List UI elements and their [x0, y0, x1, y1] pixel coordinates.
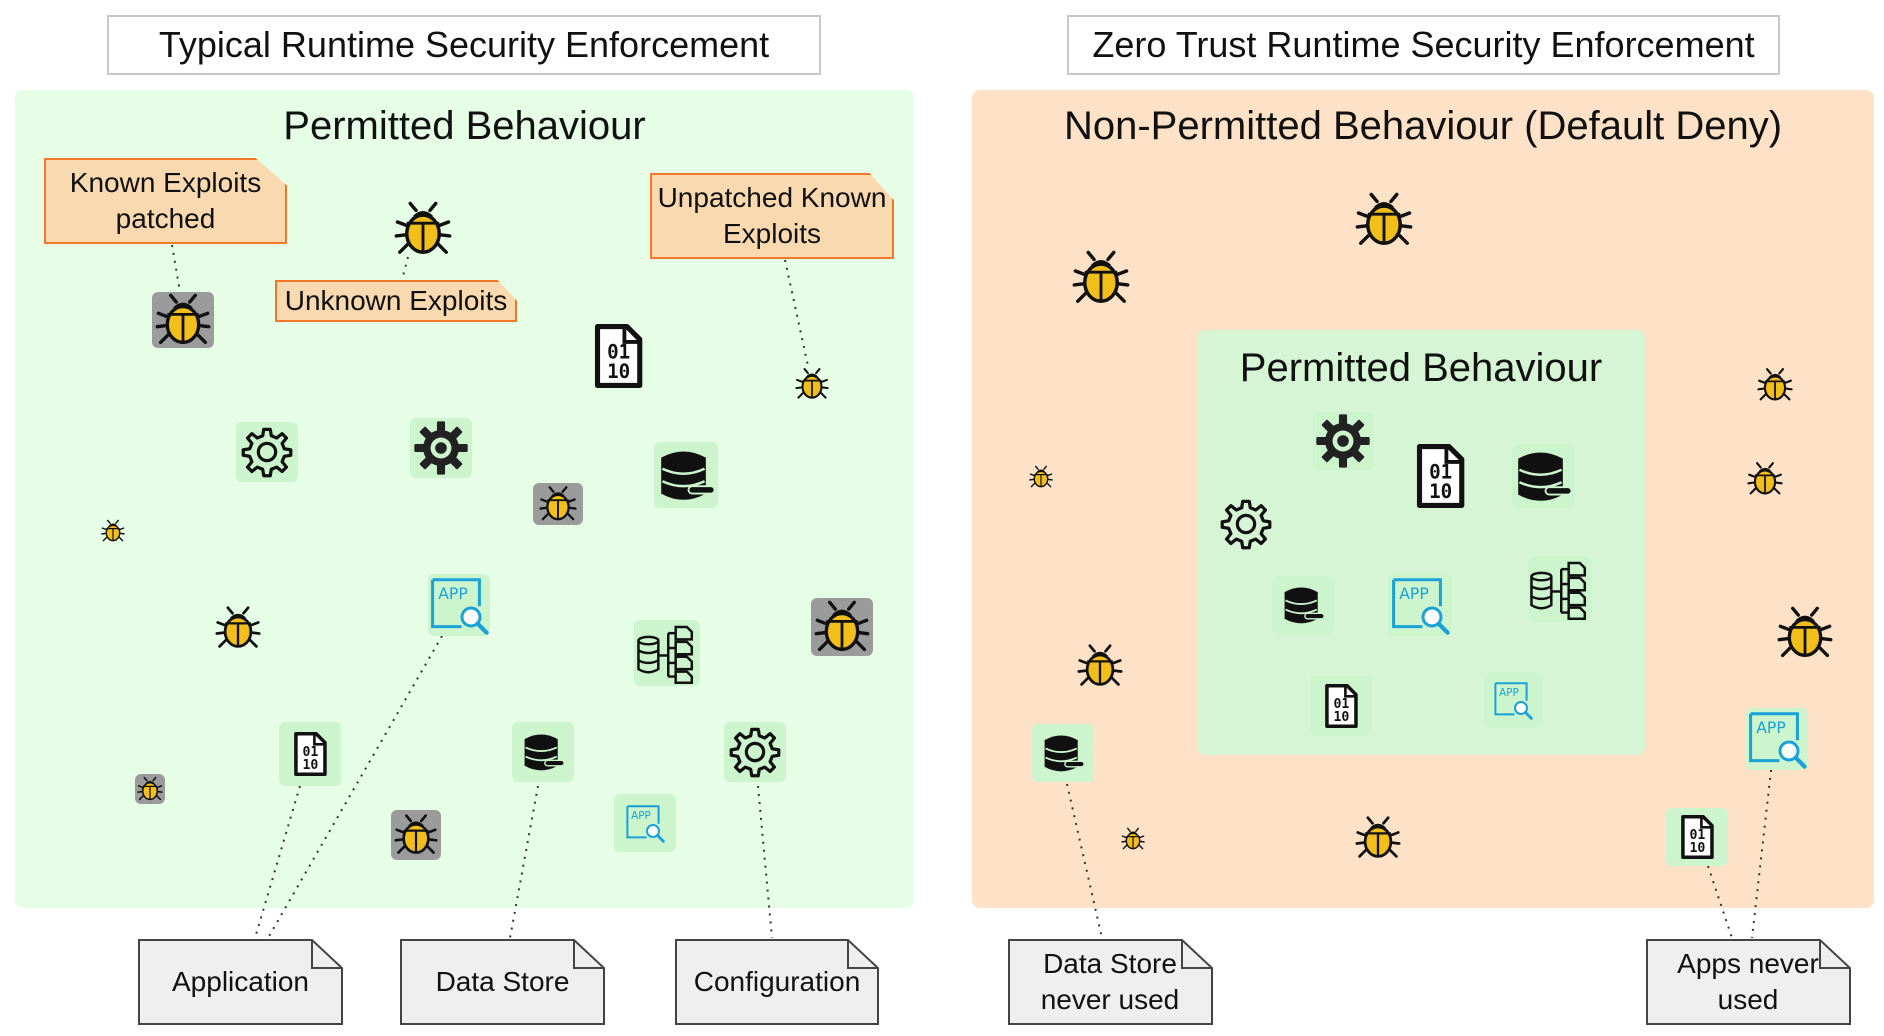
callout-known-exploits-text: Known Exploits patched	[69, 167, 262, 234]
inner-permitted-panel: Permitted Behaviour	[1197, 330, 1645, 755]
left-panel-heading: Permitted Behaviour	[283, 104, 646, 148]
callout-unpatched-exploits-text: Unpatched Known Exploits	[657, 182, 887, 249]
inner-panel-heading: Permitted Behaviour	[1239, 346, 1603, 390]
bug-icon	[1070, 248, 1132, 308]
app-search-icon	[1484, 672, 1542, 728]
bug-icon	[1028, 464, 1054, 490]
gear-icon	[410, 418, 472, 478]
left-title: Typical Runtime Security Enforcement	[107, 15, 821, 75]
note-application: Application	[172, 966, 309, 997]
app-search-icon	[1746, 708, 1808, 770]
bug-icon	[794, 366, 830, 402]
gear-icon	[1313, 412, 1373, 470]
right-denied-panel: Non-Permitted Behaviour (Default Deny)	[972, 90, 1874, 908]
right-panel-heading: Non-Permitted Behaviour (Default Deny)	[1063, 104, 1783, 148]
binary-file-icon	[1408, 440, 1472, 512]
gear-outline-icon	[236, 422, 298, 482]
bug-icon	[1756, 366, 1794, 404]
bug-icon	[1776, 604, 1834, 662]
app-search-icon	[1388, 574, 1452, 636]
right-title: Zero Trust Runtime Security Enforcement	[1067, 15, 1780, 75]
database-icon	[1032, 724, 1094, 782]
gear-outline-icon	[1216, 494, 1276, 554]
database-icon	[1512, 444, 1574, 508]
bug-icon	[214, 604, 262, 652]
app-search-icon	[614, 794, 676, 852]
binary-file-icon	[279, 722, 341, 786]
app-search-icon	[428, 574, 490, 636]
bug-icon	[152, 292, 214, 348]
note-data-store: Data Store	[435, 966, 570, 997]
right-title-text: Zero Trust Runtime Security Enforcement	[1092, 24, 1755, 65]
callout-unknown-exploits: Unknown Exploits	[275, 280, 517, 322]
note-configuration: Configuration	[693, 966, 861, 997]
database-tree-icon	[634, 620, 700, 686]
bug-icon	[100, 518, 126, 544]
left-title-text: Typical Runtime Security Enforcement	[158, 24, 770, 65]
callout-known-exploits: Known Exploits patched	[44, 158, 287, 244]
bug-icon	[1076, 642, 1124, 690]
bug-icon	[533, 483, 583, 525]
callout-unknown-exploits-text: Unknown Exploits	[284, 285, 508, 316]
bug-icon	[135, 774, 165, 804]
database-tree-icon	[1528, 556, 1592, 622]
bug-icon	[1354, 814, 1402, 862]
callout-unpatched-exploits: Unpatched Known Exploits	[650, 173, 894, 259]
binary-file-icon	[1310, 676, 1372, 736]
note-apps-never-used: Apps never used	[1677, 948, 1819, 1015]
bug-icon	[811, 598, 873, 656]
binary-file-icon	[586, 320, 650, 392]
gear-outline-icon	[724, 722, 786, 782]
database-icon	[654, 442, 718, 508]
bug-icon	[1120, 826, 1146, 852]
bug-icon	[1354, 190, 1414, 250]
database-icon	[512, 722, 574, 782]
bug-icon	[393, 200, 453, 258]
bug-icon	[391, 810, 441, 860]
bug-icon	[1746, 460, 1784, 498]
binary-file-icon	[1666, 808, 1728, 866]
note-data-store-never-used: Data Store never used	[1040, 948, 1180, 1015]
database-icon	[1272, 576, 1334, 634]
